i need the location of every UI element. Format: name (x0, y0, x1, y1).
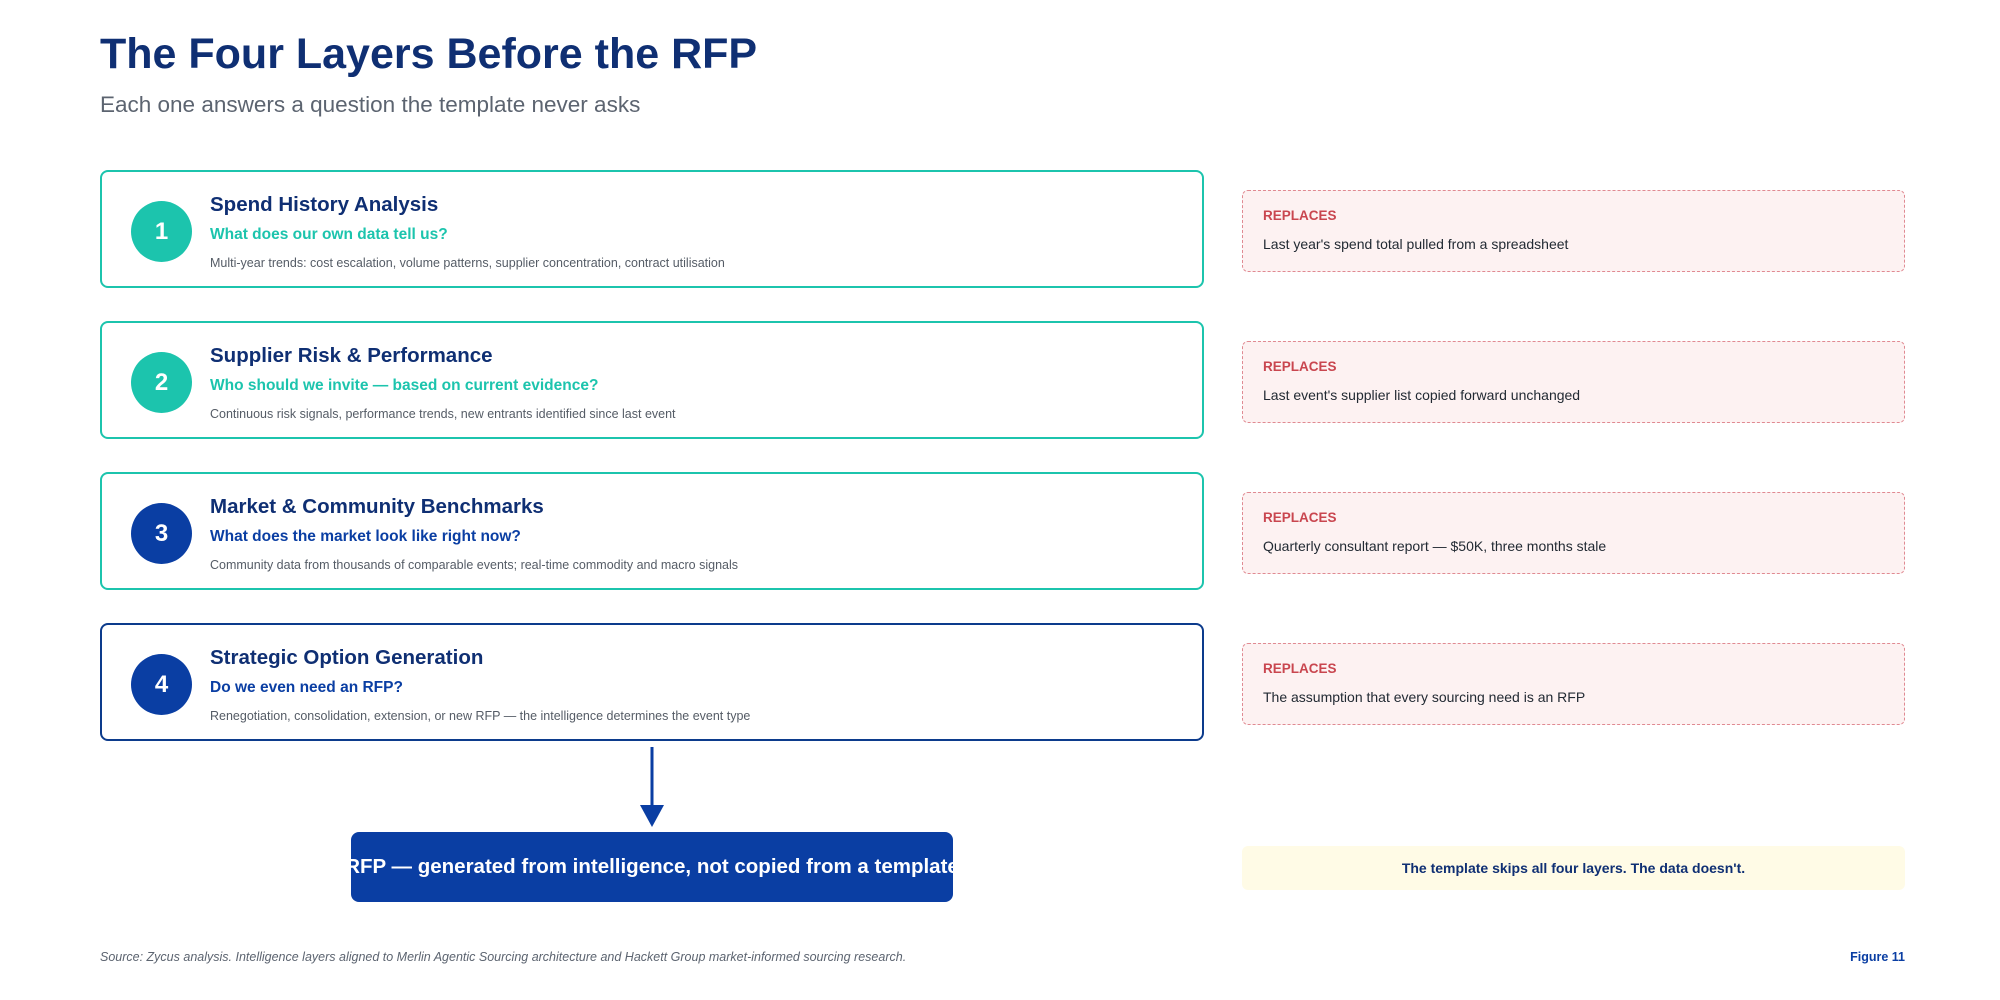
layer-title: Market & Community Benchmarks (210, 495, 544, 518)
replaces-label: REPLACES (1263, 661, 1337, 676)
layer-question: What does our own data tell us? (210, 226, 448, 243)
layer-card-strategic-options: 4 Strategic Option Generation Do we even… (100, 623, 1204, 741)
replaces-box-spend-history: REPLACES Last year's spend total pulled … (1242, 190, 1905, 272)
summary-callout: The template skips all four layers. The … (1242, 846, 1905, 890)
layer-question: Do we even need an RFP? (210, 679, 403, 696)
layer-number-badge: 2 (131, 352, 192, 413)
layer-question: Who should we invite — based on current … (210, 377, 599, 394)
layer-card-supplier-risk: 2 Supplier Risk & Performance Who should… (100, 321, 1204, 439)
layer-title: Supplier Risk & Performance (210, 344, 493, 367)
replaces-text: Last event's supplier list copied forwar… (1263, 387, 1581, 403)
source-note: Source: Zycus analysis. Intelligence lay… (100, 950, 907, 964)
layer-title: Spend History Analysis (210, 193, 439, 216)
replaces-box-supplier-risk: REPLACES Last event's supplier list copi… (1242, 341, 1905, 423)
layer-description: Renegotiation, consolidation, extension,… (210, 709, 751, 723)
layer-number-badge: 3 (131, 503, 192, 564)
rfp-result-box: RFP — generated from intelligence, not c… (345, 832, 959, 902)
replaces-label: REPLACES (1263, 208, 1337, 223)
layer-number-badge: 1 (131, 201, 192, 262)
layer-card-spend-history: 1 Spend History Analysis What does our o… (100, 170, 1204, 288)
layer-description: Continuous risk signals, performance tre… (210, 407, 676, 421)
layer-question: What does the market look like right now… (210, 528, 521, 545)
layer-description: Community data from thousands of compara… (210, 558, 739, 572)
layer-card-market-benchmarks: 3 Market & Community Benchmarks What doe… (100, 472, 1204, 590)
replaces-box-strategic-options: REPLACES The assumption that every sourc… (1242, 643, 1905, 725)
replaces-text: The assumption that every sourcing need … (1263, 689, 1586, 705)
page-title: The Four Layers Before the RFP (100, 30, 758, 78)
replaces-box-market-benchmarks: REPLACES Quarterly consultant report — $… (1242, 492, 1905, 574)
layer-title: Strategic Option Generation (210, 646, 484, 669)
replaces-label: REPLACES (1263, 359, 1337, 374)
replaces-text: Last year's spend total pulled from a sp… (1263, 236, 1569, 252)
replaces-text: Quarterly consultant report — $50K, thre… (1263, 538, 1607, 554)
layer-description: Multi-year trends: cost escalation, volu… (210, 256, 725, 270)
page-subtitle: Each one answers a question the template… (100, 92, 641, 117)
layer-number-badge: 4 (131, 654, 192, 715)
figure-label: Figure 11 (1850, 950, 1905, 964)
replaces-label: REPLACES (1263, 510, 1337, 525)
arrow-down-icon (640, 747, 664, 827)
